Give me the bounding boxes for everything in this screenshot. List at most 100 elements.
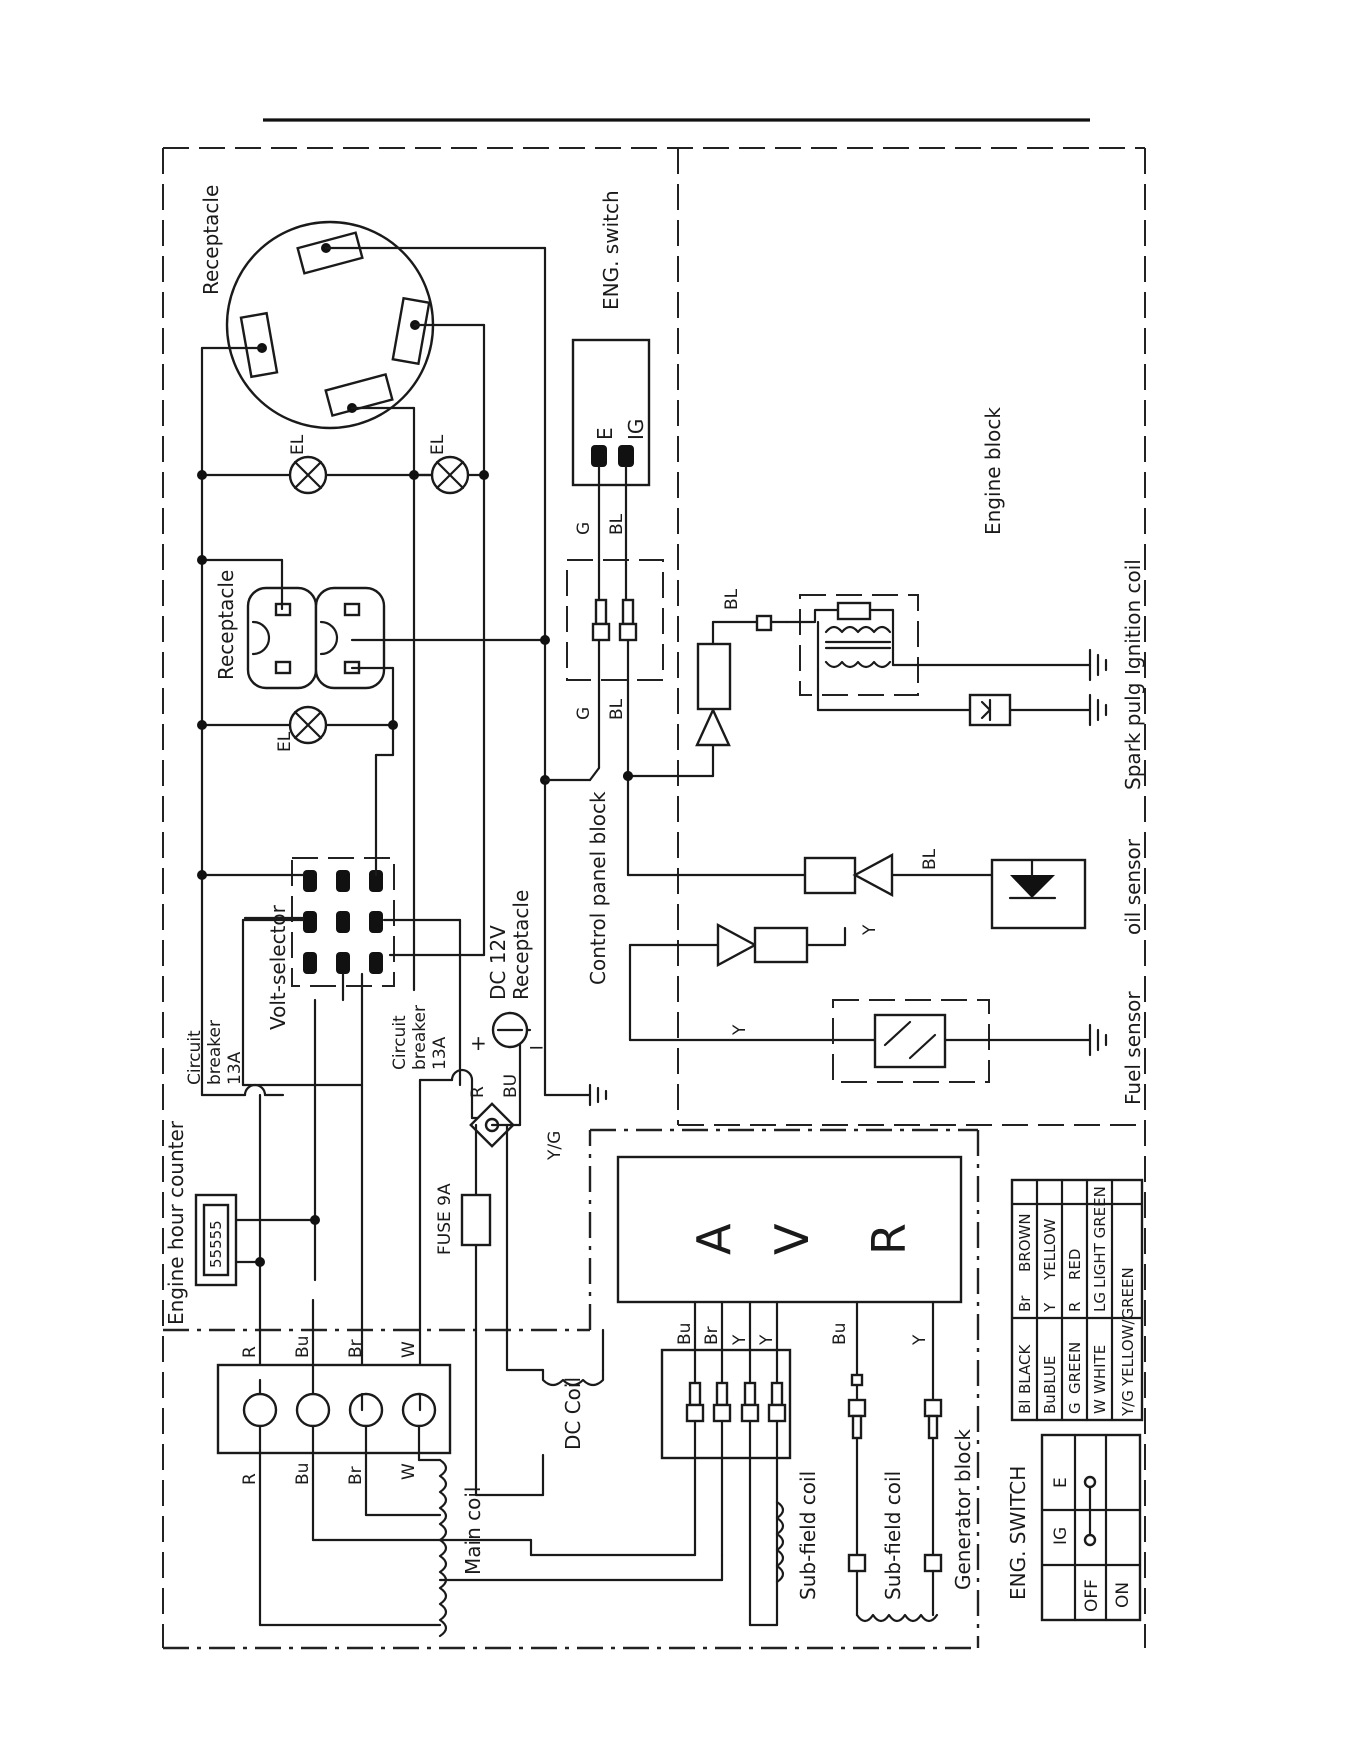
dc-receptacle <box>491 1011 529 1049</box>
generator-wiring <box>258 1298 724 1638</box>
switch-terminal-e: E <box>593 427 617 440</box>
lamp-el-2 <box>430 455 470 495</box>
block-boundaries <box>162 147 1146 1650</box>
terminal-label-bu-bot: Bu <box>293 1463 313 1485</box>
dc-receptacle-label-a: DC 12V <box>486 925 510 1000</box>
lamp-el-1 <box>288 455 328 495</box>
legend-code-lg: LG <box>1091 1292 1109 1312</box>
legend-code-r: R <box>1066 1302 1084 1312</box>
subfield-coil-label-2: Sub-field coil <box>881 1471 905 1600</box>
twistlock-receptacle <box>225 220 435 430</box>
legend-name-yellow-green: YELLOW/GREEN <box>1119 1267 1137 1387</box>
oil-sensor-label: oil sensor <box>1121 838 1145 935</box>
legend-code-y: Y <box>1041 1302 1059 1313</box>
legend-code-g: G <box>1066 1402 1084 1414</box>
dc-coil <box>541 1368 605 1387</box>
legend-code-br: Br <box>1016 1295 1034 1312</box>
subfield-coil-label-1: Sub-field coil <box>796 1471 820 1600</box>
control-panel-label: Control panel block <box>586 791 610 985</box>
legend-code-bu: Bu <box>1041 1394 1059 1414</box>
eng-switch-table-e: E <box>1051 1477 1071 1488</box>
breaker-2-label-c: 13A <box>430 1036 450 1070</box>
wire-y-label-oil: Y <box>860 924 880 936</box>
breaker-1-label-a: Circuit <box>185 1030 205 1085</box>
terminal-label-br-top: Br <box>346 1339 366 1358</box>
wire-bu-label-dc: BU <box>501 1074 521 1098</box>
terminal-label-br-bot: Br <box>346 1466 366 1485</box>
dc-plus-label: + <box>470 1031 487 1055</box>
eng-switch-table-title: ENG. SWITCH <box>1006 1466 1030 1600</box>
eng-switch-table-off: OFF <box>1082 1579 1102 1612</box>
volt-selector-label: Volt-selector <box>266 904 290 1030</box>
color-legend-text: Bl BLACK Br BROWN Bu BLUE Y YELLOW G GRE… <box>1016 1186 1137 1417</box>
lamp-label-1: EL <box>288 434 308 455</box>
wire-y-label-fuel: Y <box>730 1024 750 1036</box>
breaker-1-label-b: breaker <box>205 1020 225 1085</box>
color-legend-table <box>1010 1178 1144 1422</box>
dc-minus-label: − <box>528 1035 545 1059</box>
eng-switch-table-ig: IG <box>1051 1527 1071 1545</box>
legend-name-brown: BROWN <box>1016 1213 1034 1272</box>
avr-module <box>616 1155 963 1304</box>
legend-code-w: W <box>1091 1399 1109 1414</box>
wire-bl-label-2: BL <box>607 698 627 720</box>
avr-connector <box>660 1300 792 1627</box>
legend-name-green: GREEN <box>1066 1342 1084 1394</box>
avr-wire-br: Br <box>702 1326 722 1345</box>
spark-plug-label: Spark pulg <box>1121 683 1145 790</box>
fuel-sensor-label: Fuel sensor <box>1121 991 1145 1105</box>
eng-switch-table-on: ON <box>1113 1582 1133 1608</box>
fuse-label: FUSE 9A <box>435 1183 455 1255</box>
terminal-label-w-bot: W <box>399 1463 419 1480</box>
wire-bl-label-ignition: BL <box>722 588 742 610</box>
main-coil-label: Main coil <box>461 1487 485 1575</box>
engine-hour-counter <box>194 1193 238 1287</box>
duplex-receptacle <box>246 586 386 690</box>
main-terminal-block <box>216 1363 452 1455</box>
terminal-label-w-top: W <box>399 1341 419 1358</box>
avr-wire-y3: Y <box>910 1334 930 1346</box>
generator-block-label: Generator block <box>951 1429 975 1590</box>
engine-block-wiring <box>543 465 1108 1083</box>
legend-name-yellow: YELLOW <box>1041 1218 1059 1281</box>
wire-bl-label-1: BL <box>607 513 627 535</box>
legend-name-black: BLACK <box>1016 1344 1034 1394</box>
control-panel-wiring <box>200 246 608 1497</box>
eng-switch-table <box>1040 1433 1142 1622</box>
wire-r-label-dc: R <box>468 1086 488 1098</box>
wire-g-label-1: G <box>574 522 594 535</box>
wire-g-label-2: G <box>574 707 594 720</box>
ignition-coil-label: Ignition coil <box>1121 559 1145 675</box>
avr-wire-bu-2: Bu <box>830 1323 850 1345</box>
avr-wire-y1: Y <box>730 1334 750 1346</box>
breaker-2-label-a: Circuit <box>390 1015 410 1070</box>
dc-coil-label: DC Coil <box>561 1377 585 1450</box>
legend-name-blue: BLUE <box>1041 1356 1059 1394</box>
receptacle-duplex-label: Receptacle <box>214 570 238 680</box>
legend-name-red: RED <box>1066 1249 1084 1280</box>
eng-switch-label: ENG. switch <box>599 190 623 310</box>
terminal-label-r-bot: R <box>240 1473 260 1485</box>
wire-yg-label: Y/G <box>545 1131 565 1161</box>
breaker-2-label-b: breaker <box>410 1005 430 1070</box>
lamp-el-3 <box>288 705 328 745</box>
legend-code-yg: Y/G <box>1119 1390 1137 1417</box>
legend-code-bl: Bl <box>1016 1400 1034 1414</box>
avr-letter-v: V <box>765 1223 819 1255</box>
avr-wire-y2: Y <box>757 1334 777 1346</box>
engine-block-label: Engine block <box>981 407 1005 535</box>
connector-eng-switch <box>566 559 664 681</box>
engine-hour-counter-label: Engine hour counter <box>164 1120 188 1325</box>
eng-switch <box>571 338 651 487</box>
lamp-label-3: EL <box>275 731 295 752</box>
subfield-coil-left <box>775 1500 785 1584</box>
switch-terminal-ig: IG <box>624 419 648 440</box>
legend-name-light-green: LIGHT GREEN <box>1091 1186 1109 1288</box>
volt-selector <box>291 857 395 987</box>
avr-letter-a: A <box>687 1223 741 1255</box>
wire-bl-label-oil: BL <box>920 848 940 870</box>
breaker-1-label-c: 13A <box>225 1051 245 1085</box>
receptacle-twistlock-label: Receptacle <box>199 185 223 295</box>
avr-wire-bu: Bu <box>675 1323 695 1345</box>
